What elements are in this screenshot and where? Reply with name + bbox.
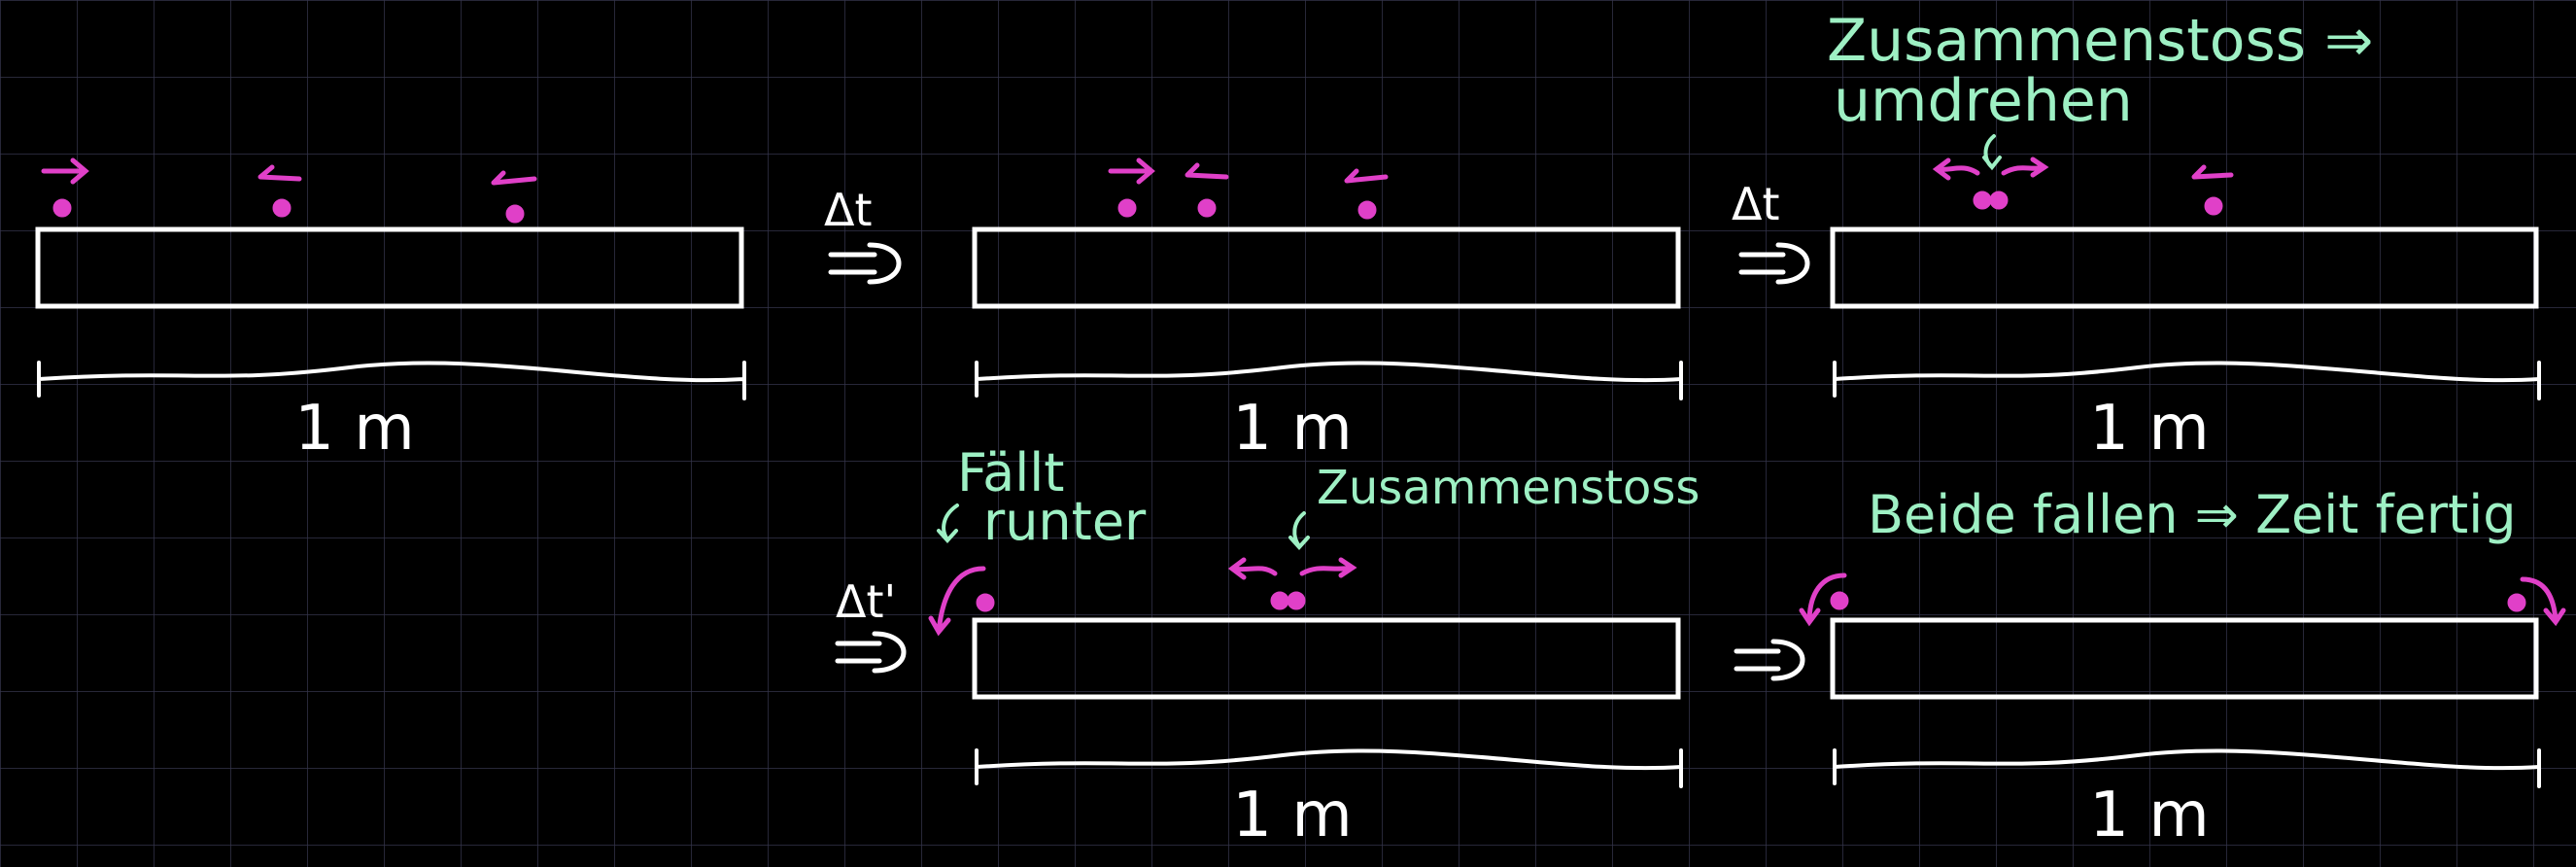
rod-1 <box>35 226 744 309</box>
length-label-3: 1 m <box>2089 393 2209 465</box>
rod-2 <box>972 226 1681 309</box>
dt-label-2: Δt <box>1732 178 1780 230</box>
ruler-2 <box>975 361 1683 400</box>
particle-left-arrow <box>491 170 537 224</box>
colliding-particles <box>1227 557 1357 610</box>
ruler-4 <box>975 748 1683 788</box>
dt-prime-label: Δt' <box>836 575 896 628</box>
falling-particle <box>928 566 995 637</box>
rod-4 <box>972 617 1681 700</box>
collision-note-bottom: Zusammenstoss <box>1317 461 1700 515</box>
panel-final: Beide fallen ⇒ Zeit fertig 1 m <box>1799 484 2566 851</box>
falling-particle-left <box>1799 572 1849 627</box>
falls-note-line1: Fällt <box>957 442 1064 503</box>
collision-note-line2: umdrehen <box>1834 67 2133 135</box>
rod-3 <box>1830 226 2539 309</box>
ruler-1 <box>37 361 746 400</box>
falling-particle-right <box>2507 576 2566 627</box>
ruler-3 <box>1833 361 2541 400</box>
dt-label-1: Δt <box>824 184 873 236</box>
collision-note-line1: Zusammenstoss ⇒ <box>1827 7 2373 75</box>
step-arrow-2: Δt <box>1732 178 1810 285</box>
particle-left-arrow <box>258 164 302 218</box>
panel-collision: Zusammenstoss ⇒ umdrehen 1 m <box>1827 7 2541 465</box>
particle-right-arrow <box>41 157 89 218</box>
step-arrow-1: Δt <box>824 184 902 285</box>
length-label-5: 1 m <box>2089 780 2209 851</box>
colliding-particles <box>1932 156 2049 210</box>
rod-5 <box>1830 617 2539 700</box>
note-pointer <box>1982 134 2002 171</box>
length-label-1: 1 m <box>294 393 414 465</box>
particle-left-arrow <box>2191 164 2234 216</box>
ruler-5 <box>1833 748 2541 788</box>
particle-left-arrow <box>1344 168 1389 220</box>
particle-right-arrow <box>1108 157 1155 218</box>
step-arrow-3 <box>835 631 907 674</box>
particle-left-arrow <box>1185 162 1229 218</box>
final-note: Beide fallen ⇒ Zeit fertig <box>1868 484 2517 545</box>
collision-pointer <box>1288 511 1310 550</box>
length-label-2: 1 m <box>1232 393 1352 465</box>
step-arrow-4 <box>1734 639 1805 681</box>
panel-initial: 1 m <box>35 157 746 465</box>
falls-note-line2: runter <box>983 491 1147 552</box>
falls-pointer <box>937 503 959 543</box>
panel-after-dt: 1 m <box>972 157 1683 465</box>
panel-after-dt-prime: Fällt runter Zusammenstoss Δt' 1 m <box>835 442 1700 851</box>
length-label-4: 1 m <box>1232 780 1352 851</box>
